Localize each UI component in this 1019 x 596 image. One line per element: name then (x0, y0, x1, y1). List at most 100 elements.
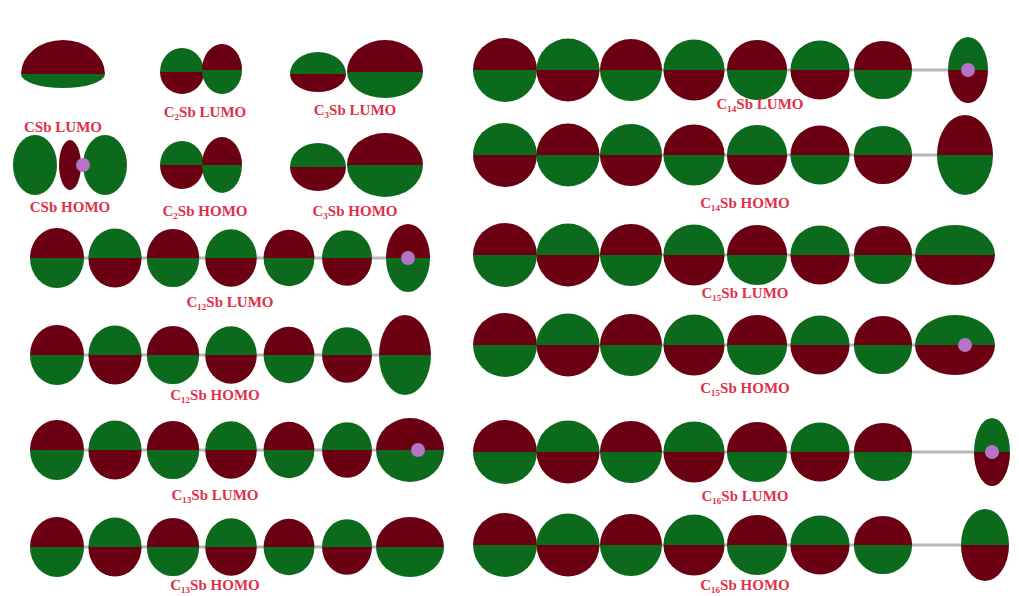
orbital-lobe (790, 515, 849, 545)
orbital-lobe (727, 452, 787, 482)
orbital-lobe (160, 141, 204, 165)
orbital-label: C₁₅Sb HOMO (700, 380, 789, 397)
orbital-lobe (790, 40, 849, 70)
orbital-lobe (264, 230, 315, 258)
orbital-lobe (202, 137, 242, 165)
sb-atom (401, 251, 415, 265)
orbital-lobe (790, 255, 849, 285)
orbital-lobe (290, 74, 346, 92)
orbital-lobe (937, 115, 993, 155)
orbital-lobe (88, 517, 141, 547)
orbital-lobe (854, 255, 912, 284)
orbital-lobe (322, 422, 372, 450)
orbital-lobe (790, 225, 849, 255)
orbital-lobe (663, 39, 724, 70)
orbital-lobe (727, 70, 787, 100)
orbital-lobe (88, 450, 141, 480)
orbital-lobe (854, 423, 912, 452)
orbital-lobe (88, 547, 141, 577)
orbital-lobe (205, 450, 257, 479)
orbital-lobe (147, 450, 199, 479)
orbital-lobe (790, 345, 849, 375)
orbital-label: C₂Sb HOMO (163, 203, 248, 220)
orbital-lobe (473, 70, 537, 102)
orbital-lobe (727, 40, 787, 70)
orbital-lobe (379, 355, 431, 395)
orbital-lobe (322, 519, 372, 547)
orbital-lobe (30, 450, 84, 480)
orbital-lobe (147, 518, 199, 547)
orbital-lobe (376, 517, 444, 547)
orbital-lobe (727, 315, 787, 345)
orbital-lobe (854, 516, 912, 545)
sb-atom (985, 445, 999, 459)
orbital-lobe (600, 70, 662, 101)
orbital-lobe (264, 450, 315, 478)
orbital-lobe (854, 155, 912, 184)
orbital-lobe (663, 421, 724, 452)
orbital-lobe (915, 345, 995, 375)
orbital-label: CSb LUMO (24, 119, 102, 136)
orbital-lobe (854, 126, 912, 155)
orbital-lobe (536, 255, 599, 287)
orbital-lobe (536, 70, 599, 102)
orbital-lobe (88, 228, 141, 258)
orbital-lobe (937, 155, 993, 195)
sb-atom (411, 443, 425, 457)
orbital-lobe (536, 420, 599, 452)
orbital-lobe (376, 450, 444, 482)
orbital-lobe (600, 421, 662, 452)
orbital-label: C₁₄Sb LUMO (717, 96, 804, 113)
orbital-lobe (600, 255, 662, 286)
orbital-lobe (536, 223, 599, 255)
orbital-lobe (290, 167, 346, 191)
orbital-lobe (727, 422, 787, 452)
orbital-lobe (854, 345, 912, 374)
sb-atom (961, 63, 975, 77)
orbital-lobe (536, 155, 599, 187)
orbital-lobe (790, 545, 849, 575)
orbital-label: C₃Sb LUMO (314, 102, 396, 119)
orbital-lobe (147, 547, 199, 576)
orbital-lobe (536, 123, 599, 155)
orbital-lobe (790, 125, 849, 155)
orbital-lobe (30, 420, 84, 450)
orbital-lobe (202, 44, 242, 70)
orbital-lobe (663, 514, 724, 545)
orbital-lobe (854, 70, 912, 99)
orbital-lobe (473, 38, 537, 70)
orbital-lobe (473, 223, 537, 255)
orbital-lobe (322, 355, 372, 383)
orbital-lobe (536, 452, 599, 484)
orbital-lobe (88, 325, 141, 355)
orbital-lobe (854, 545, 912, 574)
orbital-lobe (205, 421, 257, 450)
orbital-lobe (13, 135, 57, 195)
orbital-lobe (790, 155, 849, 185)
orbital-lobe (202, 165, 242, 193)
orbital-lobe (347, 165, 423, 197)
orbital-lobe (322, 547, 372, 575)
orbital-lobe (473, 123, 537, 155)
orbital-lobe (727, 125, 787, 155)
orbital-lobe (600, 545, 662, 576)
orbital-lobe (600, 345, 662, 376)
orbital-lobe (264, 519, 315, 547)
orbital-lobe (160, 165, 204, 189)
orbital-lobe (290, 52, 346, 74)
orbital-label: C₂Sb LUMO (164, 104, 246, 121)
orbital-lobe (88, 258, 141, 288)
orbital-label: CSb HOMO (30, 199, 110, 216)
orbital-lobe (88, 420, 141, 450)
orbital-lobe (147, 326, 199, 355)
orbital-lobe (854, 226, 912, 255)
orbital-lobe (205, 258, 257, 287)
orbital-lobe (473, 420, 537, 452)
orbital-lobe (30, 325, 84, 355)
orbital-label: C₁₂Sb LUMO (187, 294, 274, 311)
orbital-lobe (379, 315, 431, 355)
orbital-lobe (727, 545, 787, 575)
orbital-lobe (30, 547, 84, 577)
orbital-lobe (322, 327, 372, 355)
